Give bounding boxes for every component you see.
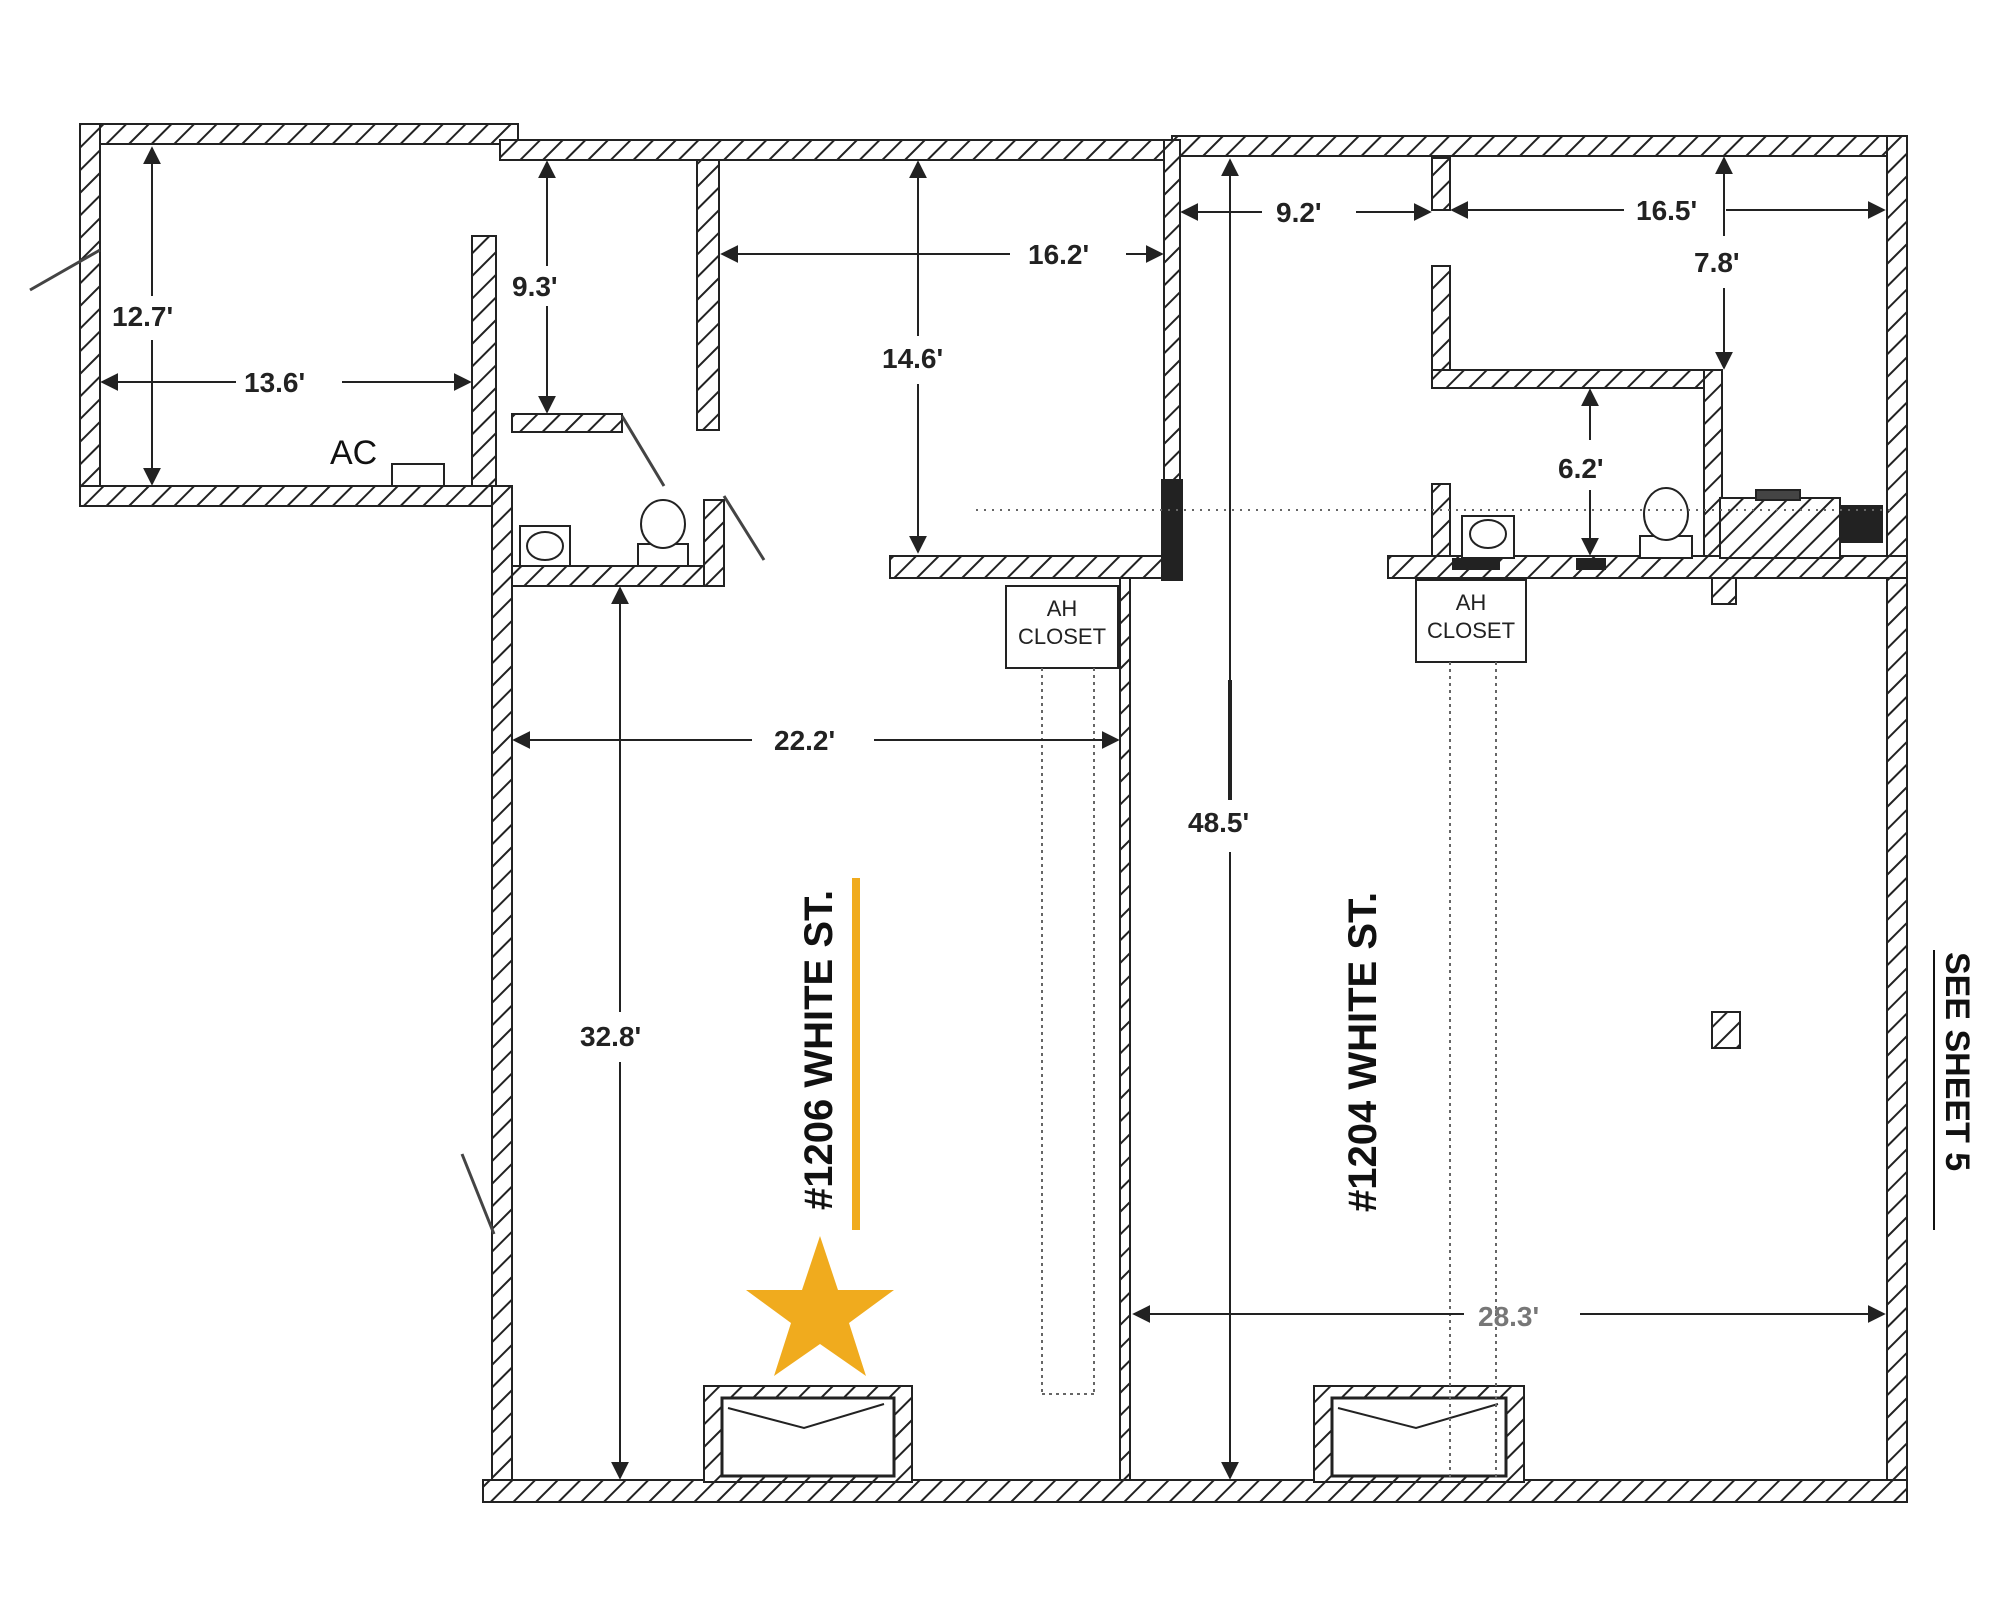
wall-bottom [482,1479,1908,1503]
storefront-1206-door-swing [727,1403,885,1430]
wall-1206-left [491,485,513,1503]
ah-closet-1206-line2: CLOSET [1018,624,1106,649]
dim-6-2: 6.2' [1558,453,1604,484]
door-annex-exterior [29,248,101,292]
dim-9-2: 9.2' [1276,197,1322,228]
marker-2 [1576,558,1606,570]
dim-48-5: 48.5' [1188,807,1249,838]
toilet-1206-bowl-icon [640,499,686,549]
wall-right [1886,135,1908,1503]
dimension-labels: 12.7' 13.6' 9.3' 16.2' 14.6' 22.2' 32.8'… [112,195,1740,1332]
wall-annex-inner [471,235,497,487]
door-1206-side [460,1153,496,1235]
door-1206-bath-lower [722,495,766,561]
wall-1204-mid-horizontal [1431,369,1723,389]
marker-1 [1452,558,1500,570]
dim-7-8: 7.8' [1694,247,1740,278]
wall-annex-left [79,123,101,507]
toilet-1204-bowl-icon [1643,487,1689,541]
sink-1204-bowl-icon [1469,519,1507,549]
wall-partition-lower [1119,559,1131,1481]
wall-1206-inner-vertical [696,159,720,431]
ah-closets [1005,579,1527,669]
wall-annex-bottom [79,485,496,507]
see-sheet-label: SEE SHEET 5 [1938,952,1976,1171]
storefront-1206-glass [720,1396,896,1478]
unit-1204-address: #1204 WHITE ST. [1341,892,1385,1212]
wall-1204-stub-top [1431,157,1451,211]
dim-16-2: 16.2' [1028,239,1089,270]
sink-1206-bowl-icon [526,531,564,561]
ac-label: AC [330,434,377,472]
wall-top-left [499,139,1173,161]
dimension-lines [100,146,1886,1480]
wall-1204-stub-below [1711,577,1737,605]
wall-1206-bath-top [511,413,623,433]
dim-9-3: 9.3' [512,271,558,302]
ah-closet-1204 [1415,579,1527,663]
wall-1206-bath-bottom [511,565,725,587]
ah-closet-1206 [1005,585,1119,669]
equipment-box-dark [1841,505,1883,543]
unit-1206-address: #1206 WHITE ST. [797,890,841,1210]
dim-14-6: 14.6' [882,343,943,374]
wall-1204-inner-vertical [1431,265,1451,383]
dim-22-2: 22.2' [774,725,835,756]
ah-closet-1206-line1: AH [1047,596,1078,621]
equipment-box-small [1755,489,1801,501]
dim-13-6: 13.6' [244,367,305,398]
ducts [976,509,1890,1478]
dim-12-7: 12.7' [112,301,173,332]
wall-markers [1452,558,1606,570]
ac-unit [391,463,445,487]
dim-28-3: 28.3' [1478,1301,1539,1332]
walls [79,123,1908,1503]
ah-closet-1204-line2: CLOSET [1427,618,1515,643]
storefront-1204-door-swing [1337,1403,1499,1430]
wall-1206-dark-corner [1161,479,1183,581]
wall-1204-bath-left [1431,483,1451,561]
fixtures [391,463,1883,567]
wall-1206-bath-right [703,499,725,587]
dim-16-5: 16.5' [1636,195,1697,226]
ah-closet-1204-line1: AH [1456,590,1487,615]
wall-annex-top [79,123,519,145]
unit-1206-highlight-bar [852,878,860,1230]
star-icon [746,1236,894,1376]
door-1206-bath-upper [620,415,666,487]
wall-1204-column [1711,1011,1741,1049]
wall-1206-closet-wall [889,555,1163,579]
dim-32-8: 32.8' [580,1021,641,1052]
storefront-glazing [720,1396,1508,1478]
door-swings [29,248,766,1235]
wall-top-right [1171,135,1908,157]
wall-1204-corner-block [1719,497,1841,559]
